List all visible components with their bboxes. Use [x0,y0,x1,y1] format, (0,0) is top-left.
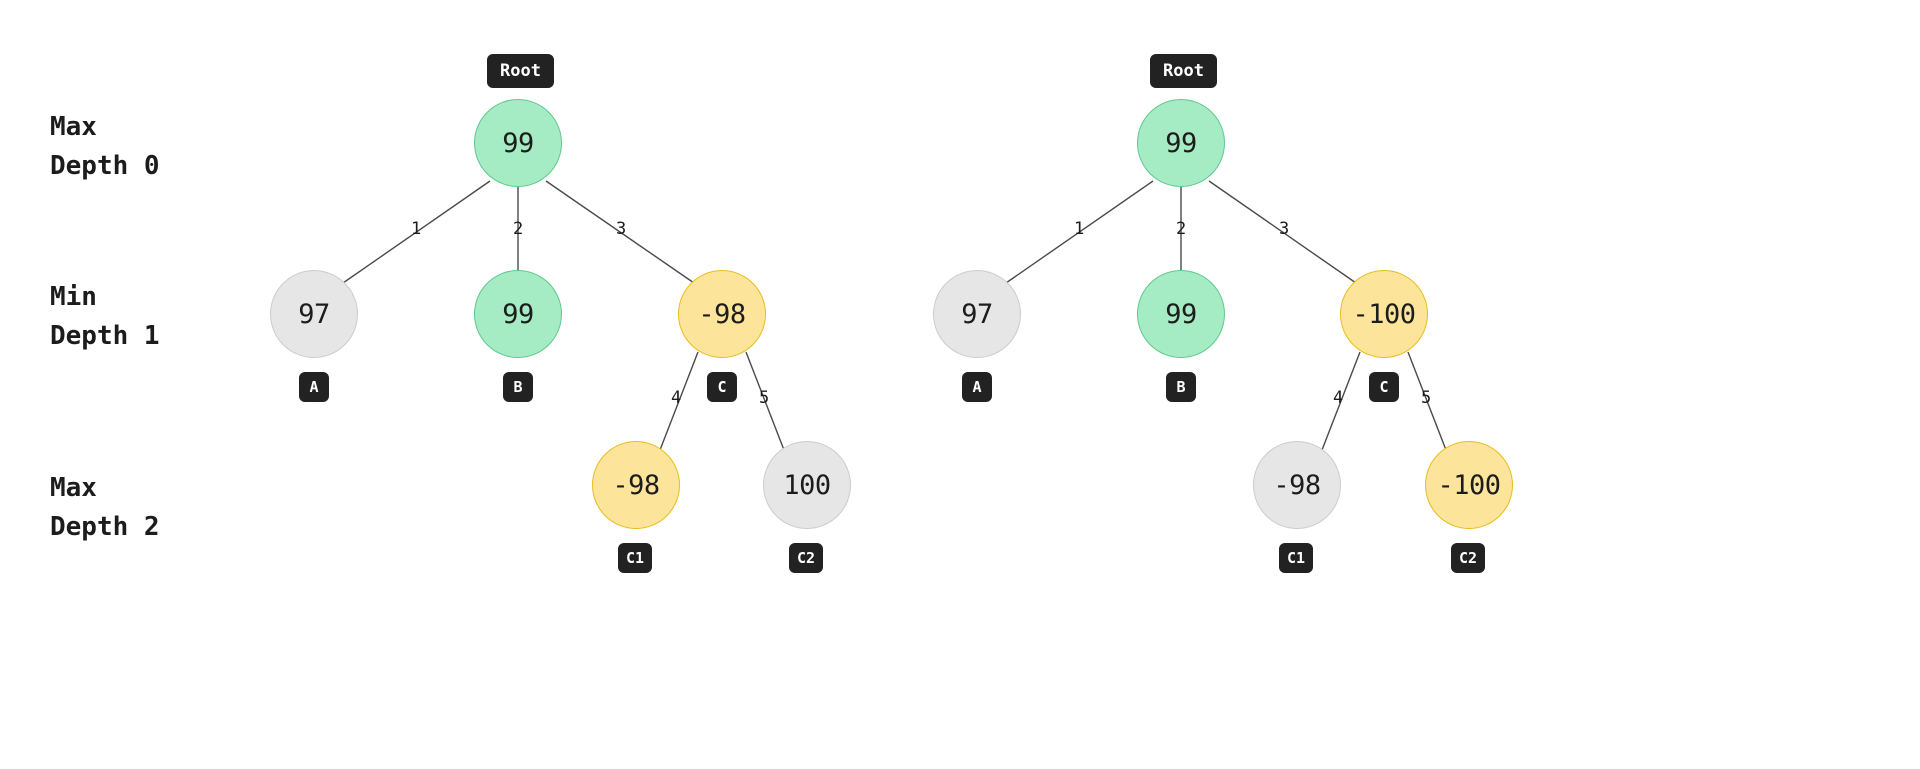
left-tree-tag-b: B [503,372,533,402]
left-tree-root-badge: Root [487,54,554,88]
row-label-depth-1-line1: Min [50,282,97,312]
row-label-depth-2-line2: Depth 2 [50,512,160,542]
right-tree-node-root[interactable]: 99 [1137,99,1225,187]
left-tree-edge-label-2: 2 [513,219,524,239]
left-tree-edge-label-1: 1 [411,219,422,239]
right-tree-tag-c1: C1 [1279,543,1314,573]
left-tree-edge-label-5: 5 [759,388,770,408]
left-tree-tag-c1: C1 [618,543,653,573]
right-tree-edge-label-2: 2 [1176,219,1187,239]
left-tree-tag-c2: C2 [789,543,824,573]
right-tree-edge-label-4: 4 [1333,388,1344,408]
right-tree-root-badge: Root [1150,54,1217,88]
left-tree-node-c1[interactable]: -98 [592,441,680,529]
left-tree-tag-a: A [299,372,329,402]
left-tree-node-c2[interactable]: 100 [763,441,851,529]
right-tree-node-a[interactable]: 97 [933,270,1021,358]
row-label-depth-2-line1: Max [50,473,97,503]
right-tree-tag-c: C [1369,372,1399,402]
left-tree-node-c[interactable]: -98 [678,270,766,358]
right-tree-edge-label-1: 1 [1074,219,1085,239]
left-tree-edge-label-4: 4 [671,388,682,408]
right-tree-node-c1[interactable]: -98 [1253,441,1341,529]
right-tree-tag-a: A [962,372,992,402]
right-tree-node-c[interactable]: -100 [1340,270,1428,358]
right-tree-edge-label-5: 5 [1421,388,1432,408]
row-label-depth-0-line1: Max [50,112,97,142]
left-tree-edge-label-3: 3 [616,219,627,239]
right-tree-node-c2[interactable]: -100 [1425,441,1513,529]
row-label-depth-1-line2: Depth 1 [50,321,160,351]
left-tree-tag-c: C [707,372,737,402]
row-label-depth-0-line2: Depth 0 [50,151,160,181]
right-tree-tag-c2: C2 [1451,543,1486,573]
left-tree-node-b[interactable]: 99 [474,270,562,358]
right-tree-edge-label-3: 3 [1279,219,1290,239]
right-tree-node-b[interactable]: 99 [1137,270,1225,358]
left-tree-node-a[interactable]: 97 [270,270,358,358]
left-tree-node-root[interactable]: 99 [474,99,562,187]
right-tree-tag-b: B [1166,372,1196,402]
